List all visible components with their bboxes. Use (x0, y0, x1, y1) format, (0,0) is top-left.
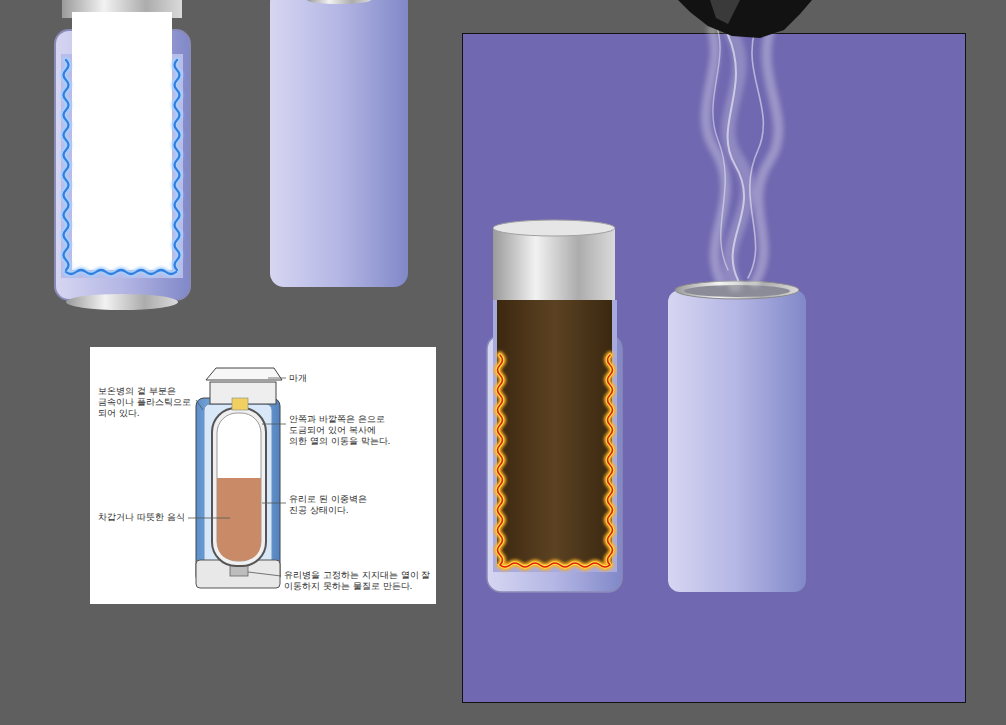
dark-object-highlight (710, 0, 740, 24)
leader-line (196, 400, 203, 410)
glass-bottle (212, 408, 266, 566)
silver-base (66, 294, 178, 310)
food-liquid (217, 478, 261, 561)
heat-glow (498, 355, 613, 567)
leader-lines (188, 378, 286, 576)
steam-wisp (728, 30, 748, 285)
callout-label: 유리병을 고정하는 지지대는 열이 잘 이동하지 못하는 물질로 만든다. (284, 570, 432, 592)
insulation-gap (204, 404, 272, 570)
leader-line (268, 378, 286, 379)
coating-glow (64, 60, 180, 274)
steam-wisp (755, 30, 778, 282)
silver-cap (307, 0, 371, 4)
callout-label: 보온병의 겉 부분은 금속이나 플라스틱으로 되어 있다. (98, 386, 194, 418)
callout-label: 마개 (289, 373, 349, 384)
callout-label: 안쪽과 바깥쪽은 은으로 도금되어 있어 복사에 의한 열의 이동을 막는다. (289, 414, 393, 446)
callout-label: 차갑거나 따뜻한 음식 (98, 512, 186, 523)
steam-wisp (748, 30, 763, 278)
leader-line (248, 572, 281, 576)
heat-line (498, 355, 613, 567)
heat-coating (498, 355, 613, 567)
glass-inner-wall (217, 413, 261, 561)
thermos-body (270, 0, 408, 287)
stopper-seal (232, 398, 248, 410)
steam (706, 25, 779, 285)
callout-label: 유리로 된 이중벽은 진공 상태이다. (289, 494, 373, 516)
steam-wisp (713, 25, 728, 270)
heat-line (498, 355, 613, 567)
thermos-body (668, 290, 806, 592)
dark-object (678, 0, 812, 38)
leader-line (262, 424, 286, 425)
steam-wisp (728, 35, 744, 280)
silver-cup (493, 228, 615, 300)
photo-frame (90, 347, 436, 604)
leader-line (188, 518, 230, 519)
hot-drink (497, 298, 612, 564)
silver-coating (64, 60, 180, 274)
inner-bottle (72, 12, 172, 270)
coating-line (64, 60, 180, 274)
outer-case (196, 398, 280, 584)
leader-line (262, 503, 286, 504)
cup-top (493, 220, 615, 236)
panel-ground (463, 34, 966, 703)
